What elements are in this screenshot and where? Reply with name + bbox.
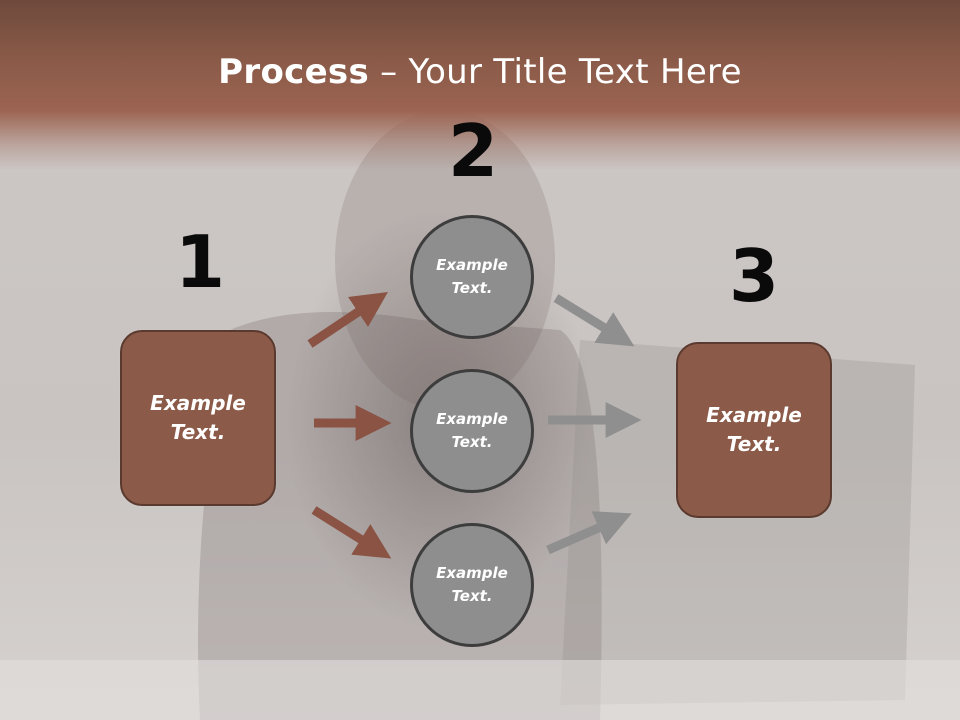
step-number-1: 1 (174, 220, 226, 304)
step-1-label: Example Text. (150, 391, 246, 444)
title-rest: – Your Title Text Here (369, 52, 742, 92)
step-number-3: 3 (728, 234, 780, 318)
step-2-circle-top: Example Text. (410, 215, 534, 339)
step-3-box: Example Text. (676, 342, 832, 518)
arrow-circle-bottom-to-3 (546, 511, 632, 555)
step-2-circle-middle: Example Text. (410, 369, 534, 493)
circle-middle-label: Example Text. (436, 410, 508, 451)
title-banner (0, 0, 960, 170)
title-bold: Process (218, 52, 370, 92)
step-3-label: Example Text. (706, 403, 802, 456)
step-2-circle-bottom: Example Text. (410, 523, 534, 647)
arrow-circle-top-to-3 (553, 294, 635, 347)
arrow-1-to-circle-top (307, 292, 388, 348)
circle-bottom-label: Example Text. (436, 564, 508, 605)
step-number-2: 2 (447, 109, 499, 193)
circle-top-label: Example Text. (436, 256, 508, 297)
arrow-1-to-circle-bottom (311, 506, 392, 559)
step-1-box: Example Text. (120, 330, 276, 506)
page-title: Process – Your Title Text Here (0, 52, 960, 92)
